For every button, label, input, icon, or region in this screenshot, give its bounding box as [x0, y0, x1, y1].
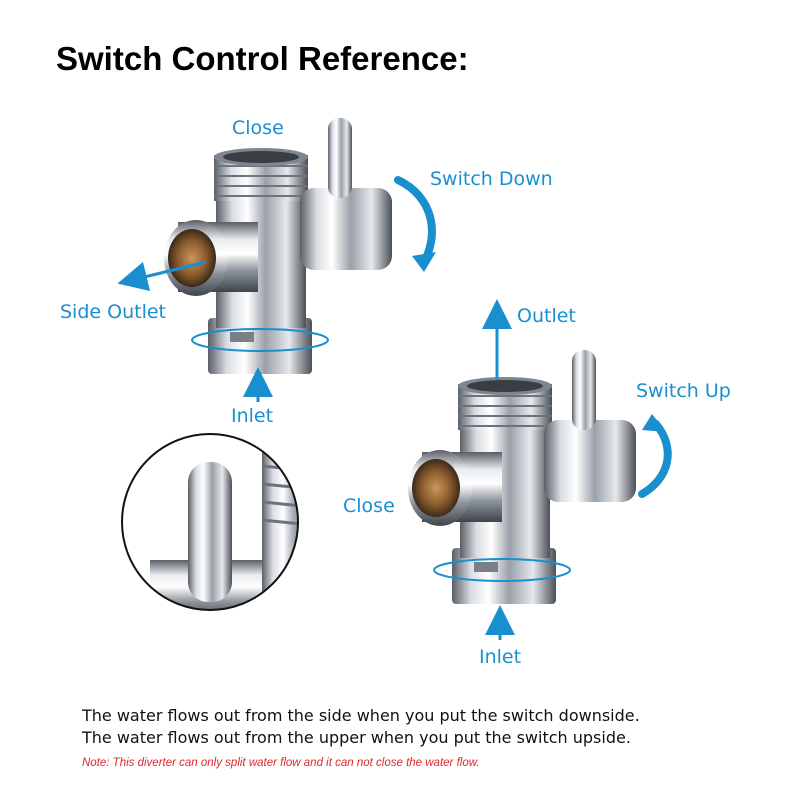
- top-diverter: [164, 118, 392, 374]
- bottom-arrows: [433, 299, 672, 640]
- top-inlet-label: Inlet: [231, 405, 274, 427]
- description-line-2: The water flows out from the upper when …: [82, 728, 631, 747]
- bottom-inlet-label: Inlet: [479, 646, 522, 668]
- page-title: Switch Control Reference:: [56, 40, 469, 77]
- top-arrows: [117, 176, 436, 402]
- top-close-label: Close: [232, 117, 284, 139]
- bottom-diverter: [408, 350, 636, 604]
- bottom-close-label: Close: [343, 495, 395, 517]
- bottom-switch-label: Switch Up: [636, 380, 731, 402]
- warning-note: Note: This diverter can only split water…: [82, 757, 480, 769]
- description-line-1: The water flows out from the side when y…: [82, 706, 640, 725]
- top-switch-label: Switch Down: [430, 168, 553, 190]
- lever-closeup: [121, 433, 299, 611]
- top-side-outlet-label: Side Outlet: [60, 301, 166, 323]
- bottom-outlet-label: Outlet: [517, 305, 576, 327]
